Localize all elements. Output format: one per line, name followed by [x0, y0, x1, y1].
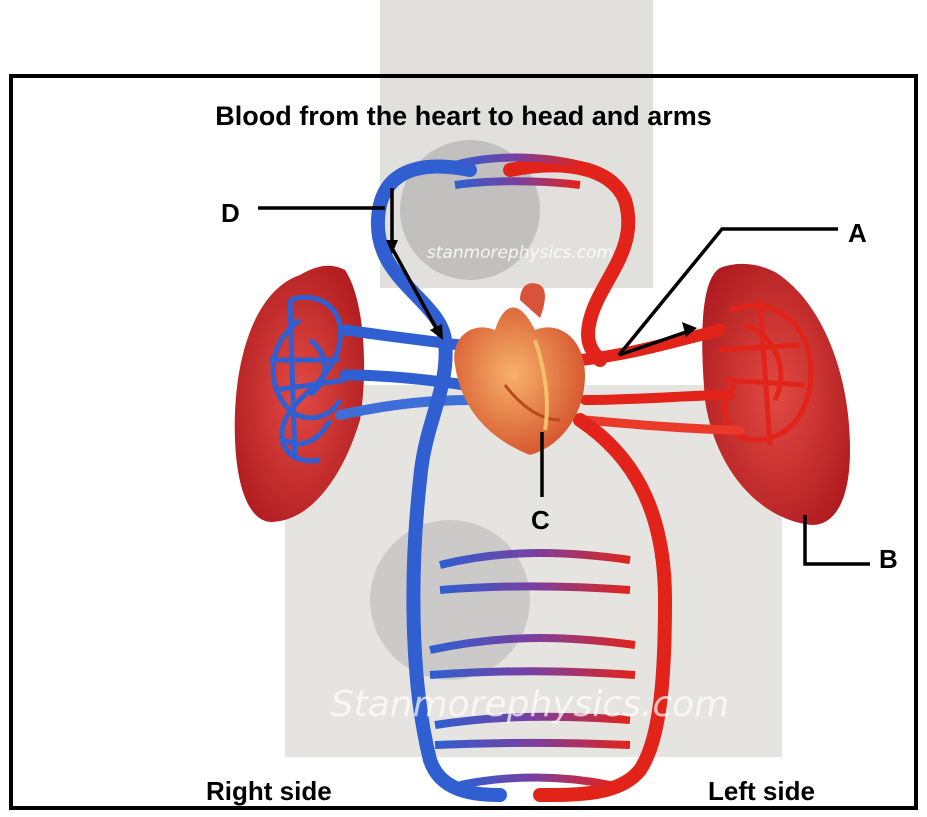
- label-b: B: [879, 544, 898, 575]
- watermark-top: stanmorephysics.com: [427, 243, 613, 263]
- left-side-label: Left side: [708, 776, 815, 807]
- label-c: C: [531, 505, 550, 536]
- right-lung: [235, 266, 364, 522]
- watermark-bottom: Stanmorephysics.com: [331, 684, 730, 725]
- right-side-label: Right side: [206, 776, 332, 807]
- label-d: D: [221, 198, 240, 229]
- label-a: A: [848, 218, 867, 249]
- heart: [454, 283, 585, 455]
